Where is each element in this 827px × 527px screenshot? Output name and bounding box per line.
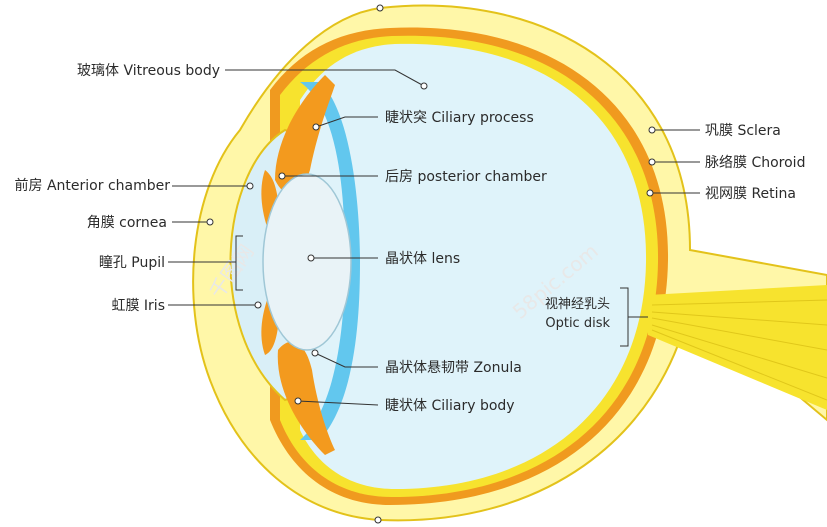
label-posterior-chamber: 后房 posterior chamber — [385, 169, 547, 185]
label-pupil: 瞳孔 Pupil — [99, 254, 165, 271]
pointer-dot-retina — [646, 189, 654, 197]
pointer-dot-choroid — [648, 158, 656, 166]
leader-zonula — [314, 352, 378, 368]
label-sclera: 巩膜 Sclera — [705, 123, 781, 139]
ciliary-body-bottom — [277, 341, 335, 455]
pointer-dot-anterior-chamber — [246, 182, 254, 190]
leader-ciliary-body — [297, 400, 379, 406]
pointer-dot-cornea — [206, 218, 214, 226]
pointer-dot-lens — [307, 254, 315, 262]
pointer-dot-zonula — [311, 349, 319, 357]
zonula-shape — [300, 82, 360, 440]
pointer-dot-ciliary-process — [312, 123, 320, 131]
leader-ciliary-process — [315, 116, 378, 128]
top-edge-dot — [376, 4, 384, 12]
optic-nerve-fibers — [651, 299, 827, 401]
label-ciliary-body: 睫状体 Ciliary body — [385, 398, 515, 414]
label-anterior-chamber: 前房 Anterior chamber — [15, 177, 171, 194]
label-retina: 视网膜 Retina — [705, 186, 796, 202]
pointer-dot-sclera — [648, 126, 656, 134]
label-vitreous-body: 玻璃体 Vitreous body — [77, 62, 220, 79]
label-cornea: 角膜 cornea — [87, 215, 167, 231]
label-optic-disk-en: Optic disk — [545, 316, 610, 331]
label-optic-disk-cn: 视神经乳头 — [545, 297, 610, 312]
ciliary-body-top — [275, 75, 335, 194]
pupil-bracket — [235, 235, 243, 291]
optic-nerve-shape — [648, 285, 827, 410]
label-ciliary-process: 睫状突 Ciliary process — [385, 110, 534, 126]
label-lens: 晶状体 lens — [385, 251, 460, 267]
bottom-edge-dot — [374, 516, 382, 524]
lens-shape — [262, 173, 352, 351]
pointer-dot-vitreous-body — [420, 82, 428, 90]
label-iris: 虹膜 Iris — [111, 298, 165, 314]
vitreous-shape — [300, 43, 647, 490]
pointer-dot-ciliary-body — [294, 397, 302, 405]
leader-vitreous-body — [225, 69, 425, 87]
pointer-dot-posterior-chamber — [278, 172, 286, 180]
pointer-dot-iris — [254, 301, 262, 309]
label-zonula: 晶状体悬韧带 Zonula — [385, 360, 522, 376]
label-choroid: 脉络膜 Choroid — [705, 155, 805, 171]
